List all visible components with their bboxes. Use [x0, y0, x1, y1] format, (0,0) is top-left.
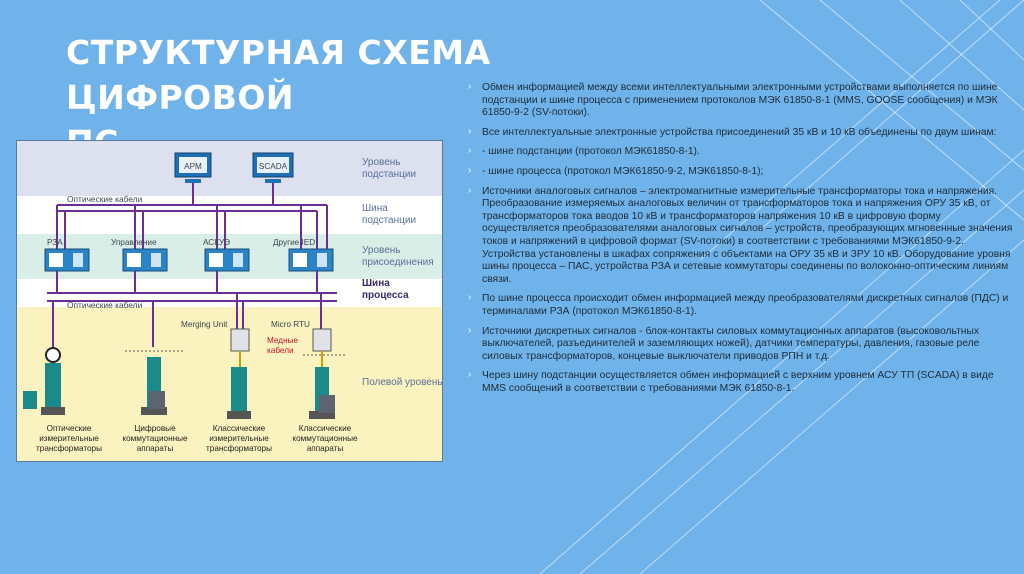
- micro-rtu-label: Micro RTU: [271, 320, 310, 329]
- level-processbus-2: процесса: [362, 290, 409, 301]
- optical-transformer: [23, 347, 65, 415]
- level-substation-2: подстанции: [362, 169, 416, 180]
- field-label-4b: коммутационные: [292, 434, 358, 443]
- level-bay-1: Уровень: [362, 245, 401, 256]
- field-label-3a: Классические: [213, 424, 266, 433]
- field-label-3c: трансформаторы: [206, 444, 272, 453]
- field-label-3b: измерительные: [209, 434, 269, 443]
- field-label-1a: Оптические: [47, 424, 92, 433]
- bay-label-rza: РЗА: [47, 238, 63, 247]
- classic-switchgear: [303, 354, 347, 419]
- workstation-arm: АРМ: [174, 152, 212, 183]
- workstation-scada: SCADA: [252, 152, 294, 183]
- level-field: Полевой уровень: [362, 377, 442, 388]
- bay-device-askue: АСКУЭ: [203, 238, 250, 272]
- field-label-4a: Классические: [299, 424, 352, 433]
- level-processbus-1: Шина: [362, 278, 390, 289]
- bay-label-control: Управление: [111, 238, 157, 247]
- classic-transformer: [227, 367, 251, 419]
- bullet-item: - шине подстанции (протокол МЭК61850-8-1…: [466, 145, 1018, 159]
- field-label-2a: Цифровые: [134, 424, 176, 433]
- copper-label-1: Медные: [267, 336, 298, 345]
- station-bus: [56, 183, 328, 249]
- bullet-item: Источники дискретных сигналов - блок-кон…: [466, 325, 1018, 364]
- bullet-item: Через шину подстанции осуществляется обм…: [466, 369, 1018, 395]
- bullet-list: Обмен информацией между всеми интеллекту…: [466, 81, 1018, 402]
- band-field: [17, 307, 442, 461]
- micro-rtu: [312, 328, 332, 352]
- level-stationbus-2: подстанции: [362, 215, 416, 226]
- optical-cables-bottom: Оптические кабели: [67, 300, 143, 310]
- bullet-item: Все интеллектуальные электронные устройс…: [466, 126, 1018, 140]
- field-label-4c: аппараты: [307, 444, 344, 453]
- copper-label-2: кабели: [267, 346, 294, 355]
- bay-device-control: Управление: [111, 238, 168, 272]
- merging-unit: [230, 328, 250, 352]
- process-bus: [47, 271, 337, 349]
- bullet-item: По шине процесса происходит обмен информ…: [466, 292, 1018, 318]
- bay-label-askue: АСКУЭ: [203, 238, 230, 247]
- title-line-1: СТРУКТУРНАЯ СХЕМА ЦИФРОВОЙ: [66, 33, 491, 117]
- field-label-2b: коммутационные: [122, 434, 188, 443]
- copper-cables: [239, 351, 323, 367]
- field-label-1b: измерительные: [39, 434, 99, 443]
- field-label-2c: аппараты: [137, 444, 174, 453]
- bay-device-other-ied: Другие IED: [273, 238, 334, 272]
- bullet-item: Источники аналоговых сигналов – электром…: [466, 185, 1018, 287]
- structure-diagram: АРМ SCADA Уровень подстанции Шина подста…: [16, 140, 443, 462]
- band-station-bus: [17, 196, 442, 234]
- digital-switchgear: [125, 350, 185, 415]
- bullet-item: Обмен информацией между всеми интеллекту…: [466, 81, 1018, 120]
- level-bay-2: присоединения: [362, 257, 434, 268]
- scada-label: SCADA: [259, 162, 288, 171]
- merging-unit-label: Merging Unit: [181, 320, 228, 329]
- bay-label-other: Другие IED: [273, 238, 315, 247]
- band-substation: [17, 141, 442, 196]
- bay-device-rza: РЗА: [44, 238, 90, 272]
- level-substation-1: Уровень: [362, 157, 401, 168]
- bullet-item: - шине процесса (протокол МЭК61850-9-2, …: [466, 165, 1018, 179]
- field-label-1c: трансформаторы: [36, 444, 102, 453]
- level-stationbus-1: Шина: [362, 203, 388, 214]
- optical-cables-top: Оптические кабели: [67, 194, 143, 204]
- arm-label: АРМ: [184, 162, 202, 171]
